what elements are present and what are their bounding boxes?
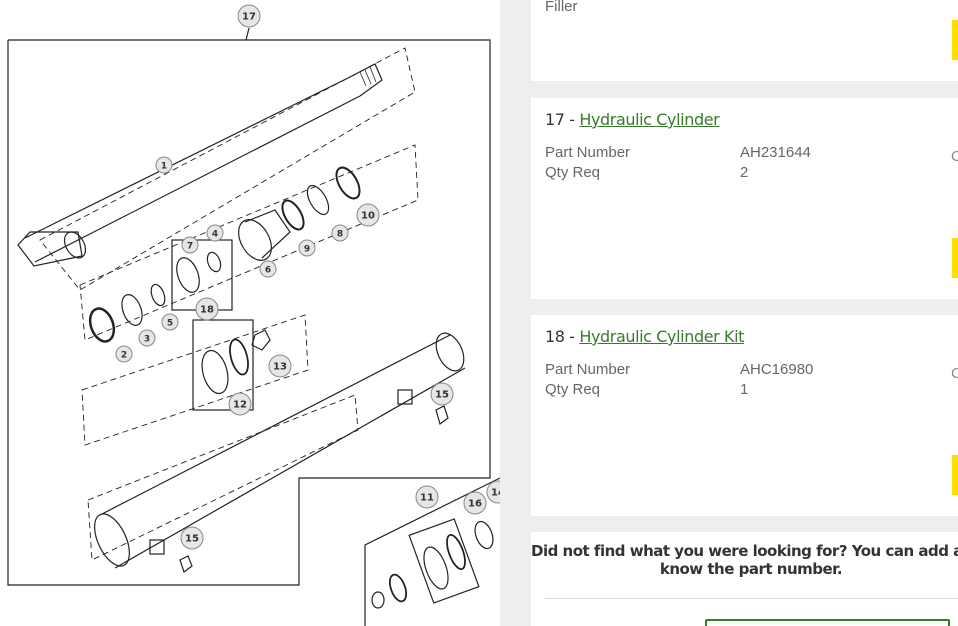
- qty-label: Qty Req: [545, 164, 601, 181]
- part-title: 18 - Hydraulic Cylinder Kit: [545, 327, 745, 346]
- callout-9-label: 9: [304, 245, 310, 255]
- callout-10-badge: [356, 203, 380, 227]
- callout-18-badge: [195, 297, 219, 321]
- callout-11-label: 11: [420, 493, 434, 504]
- not-found-line-1: Did not find what you were looking for? …: [531, 542, 958, 560]
- callout-7-badge: [181, 236, 199, 254]
- part-number-label: Part Number: [545, 361, 631, 378]
- callout-7-label: 7: [187, 242, 193, 252]
- callout-8-badge: [331, 224, 349, 242]
- qty-label: Qty Req: [545, 381, 601, 398]
- parts-list-panel: Filler 17 - Hydraulic Cylinder Part Numb…: [500, 0, 958, 626]
- callout-11-badge: [415, 485, 439, 509]
- callout-13-badge: [268, 354, 292, 378]
- exploded-view-drawing: 17 1 10 8 9 7 4 6 2 3 5 18 13 12 15 15 11 16 14: [7, 4, 500, 626]
- part-card-18: 18 - Hydraulic Cylinder Kit Part Number …: [531, 315, 958, 516]
- callout-9-badge: [298, 239, 316, 257]
- not-found-message: Did not find what you were looking for? …: [531, 542, 958, 578]
- callout-18-label: 18: [200, 305, 214, 316]
- filler-label: Filler: [545, 0, 578, 15]
- callout-14-badge: [486, 480, 500, 504]
- callout-2-badge: [115, 345, 133, 363]
- truncated-column-text: C: [951, 148, 958, 165]
- callout-13-label: 13: [273, 362, 287, 373]
- part-number-label: Part Number: [545, 144, 631, 161]
- callout-2-label: 2: [121, 351, 127, 361]
- callout-8-label: 8: [337, 230, 343, 240]
- part-number-value: AH231644: [740, 144, 811, 161]
- part-name-link[interactable]: Hydraulic Cylinder Kit: [579, 327, 745, 346]
- divider: [545, 598, 958, 599]
- callout-12-badge: [228, 392, 252, 416]
- callout-1-label: 1: [161, 162, 167, 172]
- callout-16-label: 16: [468, 499, 482, 510]
- part-title: 17 - Hydraulic Cylinder: [545, 110, 720, 129]
- callout-15-badge: [430, 382, 454, 406]
- callout-4-badge: [206, 224, 224, 242]
- part-card-17: 17 - Hydraulic Cylinder Part Number AH23…: [531, 98, 958, 299]
- not-found-card: [531, 532, 958, 626]
- part-index: 18: [545, 327, 565, 346]
- callout-badges: 17 1 10 8 9 7 4 6 2 3 5 18 13 12 15 15 11 16 14: [115, 4, 500, 550]
- filler-card: Filler: [531, 0, 958, 81]
- part-number-value: AHC16980: [740, 361, 814, 378]
- callout-3-badge: [138, 329, 156, 347]
- truncated-column-text: C: [951, 365, 958, 382]
- callout-6-label: 6: [265, 266, 271, 276]
- not-found-line-2: know the part number.: [659, 560, 843, 578]
- part-index: 17: [545, 110, 565, 129]
- add-to-list-tab[interactable]: [952, 238, 958, 278]
- callout-12-label: 12: [233, 400, 247, 411]
- part-name-link[interactable]: Hydraulic Cylinder: [579, 110, 720, 129]
- callout-17-badge: [237, 4, 261, 28]
- qty-value: 2: [740, 164, 749, 181]
- callout-17-label: 17: [242, 12, 256, 23]
- add-to-list-tab[interactable]: [952, 20, 958, 60]
- qty-value: 1: [740, 381, 749, 398]
- callout-6-badge: [259, 260, 277, 278]
- callout-10-label: 10: [361, 211, 375, 222]
- callout-1-badge: [155, 156, 173, 174]
- callout-15-badge: [180, 526, 204, 550]
- callout-16-badge: [463, 491, 487, 515]
- parts-diagram: 17 1 10 8 9 7 4 6 2 3 5 18 13 12 15 15 11 16 14: [7, 4, 500, 626]
- add-part-button[interactable]: [705, 619, 950, 626]
- callout-5-badge: [161, 313, 179, 331]
- callout-5-label: 5: [167, 319, 173, 329]
- callout-3-label: 3: [144, 335, 150, 345]
- callout-14-label: 14: [491, 488, 500, 499]
- add-to-list-tab[interactable]: [952, 455, 958, 495]
- callout-4-label: 4: [212, 230, 218, 240]
- callout-15-label: 15: [435, 390, 449, 401]
- callout-15-label: 15: [185, 534, 199, 545]
